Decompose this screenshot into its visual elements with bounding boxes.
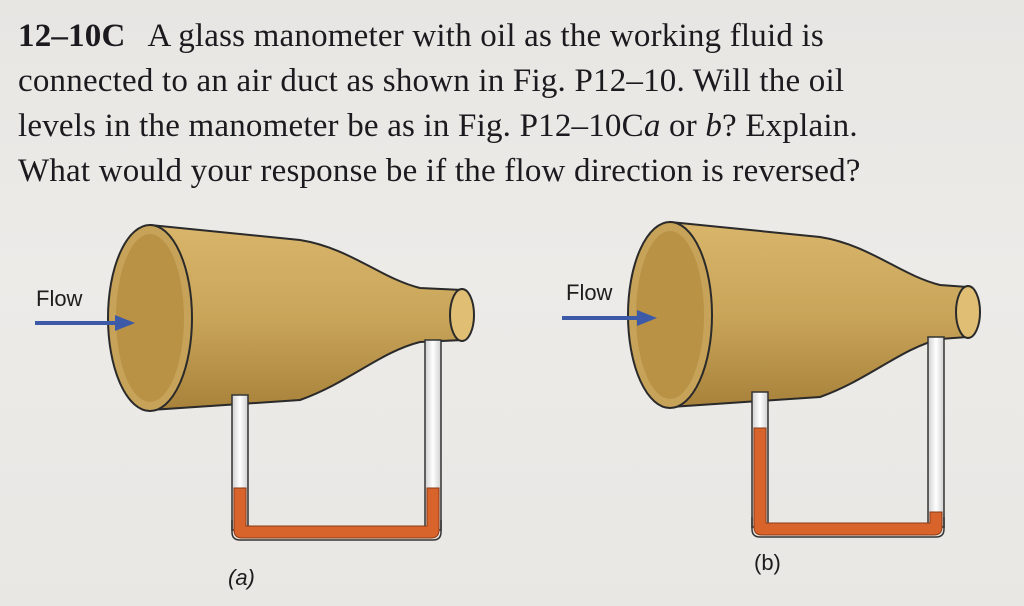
duct-inlet-inner-a [116, 234, 184, 402]
duct-outlet-b [955, 285, 981, 339]
figure-a [35, 223, 475, 541]
figure-b [562, 220, 981, 538]
flow-arrow-a [35, 315, 135, 331]
problem-text-line-3a: levels in the manometer be as in Fig. P1… [18, 108, 644, 144]
problem-text-line-3-italic-a: a [643, 108, 661, 144]
caption-a: (a) [228, 565, 255, 590]
duct-body-b [669, 220, 969, 409]
flow-label-b: Flow [566, 280, 613, 305]
manometer-b [751, 336, 945, 538]
problem-text-line-3c: ? Explain. [722, 108, 858, 144]
caption-b: (b) [754, 550, 781, 575]
problem-statement: 12–10C A glass manometer with oil as the … [18, 14, 1008, 194]
duct-outlet-a [449, 288, 475, 342]
manometer-a [231, 339, 442, 541]
problem-text-line-1: A glass manometer with oil as the workin… [147, 18, 824, 54]
duct-inlet-inner-b [636, 231, 704, 399]
problem-line-3: levels in the manometer be as in Fig. P1… [18, 104, 1008, 149]
flow-label-a: Flow [36, 286, 83, 311]
flow-arrow-b [562, 310, 657, 326]
problem-text-line-3-italic-b: b [705, 108, 723, 144]
oil-a [233, 487, 440, 539]
oil-b [753, 427, 943, 536]
problem-text-line-2: connected to an air duct as shown in Fig… [18, 63, 845, 99]
problem-text-line-4: What would your response be if the flow … [18, 153, 861, 189]
duct-body-a [149, 223, 463, 412]
problem-number: 12–10C [18, 18, 126, 54]
problem-line-1: 12–10C A glass manometer with oil as the … [18, 14, 1008, 59]
problem-text-line-3b: or [660, 108, 706, 144]
